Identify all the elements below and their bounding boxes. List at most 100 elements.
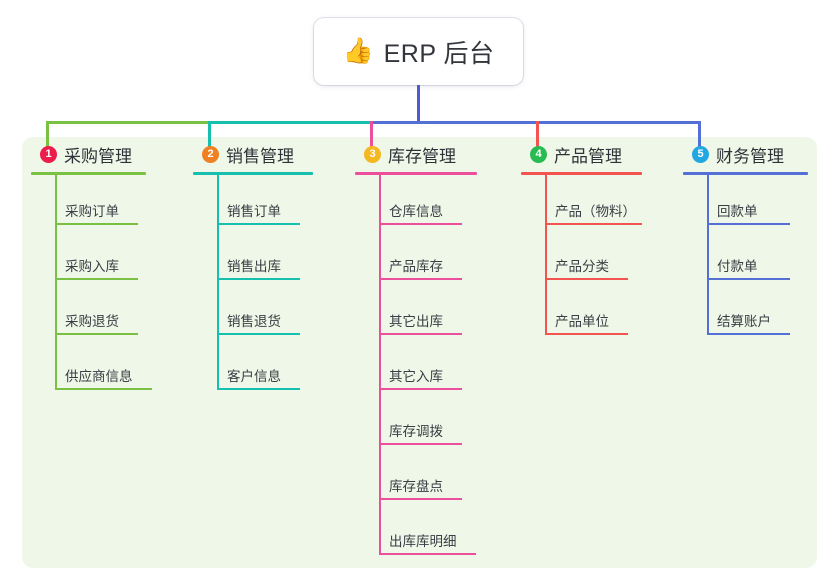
branch-item[interactable]: 付款单 <box>683 230 808 285</box>
root-node[interactable]: 👍 ERP 后台 <box>314 18 523 85</box>
branch-items: 采购订单采购入库采购退货供应商信息 <box>31 175 152 395</box>
branch-items: 销售订单销售出库销售退货客户信息 <box>193 175 313 395</box>
branch-item-rule <box>707 278 790 280</box>
branch-spine <box>707 175 709 335</box>
branch-item-label: 产品分类 <box>555 259 609 274</box>
branch-header-4[interactable]: 4 产品管理 <box>521 137 642 171</box>
branch-item-rule <box>707 223 790 225</box>
branch-items: 产品（物料） 产品分类产品单位 <box>521 175 642 340</box>
branch-item-rule <box>217 278 300 280</box>
branch-item-rule <box>545 278 628 280</box>
branch-drop-5 <box>698 121 701 159</box>
branch-column-2: 2 销售管理销售订单销售出库销售退货客户信息 <box>193 137 313 395</box>
branch-item-label: 库存调拨 <box>389 424 443 439</box>
branch-title: 销售管理 <box>226 146 294 166</box>
branch-spine <box>379 175 381 555</box>
branch-item-label: 产品（物料） <box>555 204 636 219</box>
branch-item[interactable]: 出库库明细 <box>355 505 477 560</box>
branch-spine <box>55 175 57 390</box>
branch-item-label: 采购退货 <box>65 314 119 329</box>
branch-item-rule <box>217 223 300 225</box>
branch-item[interactable]: 销售退货 <box>193 285 313 340</box>
branch-item[interactable]: 产品库存 <box>355 230 477 285</box>
branch-item-rule <box>379 333 462 335</box>
branch-item-rule <box>545 223 642 225</box>
branch-item-label: 付款单 <box>717 259 758 274</box>
branch-item[interactable]: 库存盘点 <box>355 450 477 505</box>
branch-item[interactable]: 仓库信息 <box>355 175 477 230</box>
branch-item[interactable]: 销售出库 <box>193 230 313 285</box>
branch-item-label: 供应商信息 <box>65 369 133 384</box>
branch-title: 采购管理 <box>64 146 132 166</box>
branch-item[interactable]: 产品单位 <box>521 285 642 340</box>
branch-item-label: 采购订单 <box>65 204 119 219</box>
branch-item-label: 仓库信息 <box>389 204 443 219</box>
branch-item-rule <box>545 333 628 335</box>
branch-drop-2 <box>208 121 211 159</box>
branch-item[interactable]: 其它入库 <box>355 340 477 395</box>
branch-column-1: 1 采购管理采购订单采购入库采购退货供应商信息 <box>31 137 152 395</box>
branch-item[interactable]: 结算账户 <box>683 285 808 340</box>
branch-item[interactable]: 产品分类 <box>521 230 642 285</box>
branch-column-5: 5 财务管理回款单付款单结算账户 <box>683 137 808 340</box>
branch-number-badge: 1 <box>40 145 57 163</box>
branch-title: 财务管理 <box>716 146 784 166</box>
root-stem <box>417 85 420 124</box>
branch-item-rule <box>379 388 462 390</box>
branch-item-rule <box>379 223 462 225</box>
branch-spine <box>545 175 547 335</box>
branch-column-4: 4 产品管理产品（物料） 产品分类产品单位 <box>521 137 642 340</box>
branch-item-label: 客户信息 <box>227 369 281 384</box>
branch-item-rule <box>379 443 462 445</box>
branch-header-5[interactable]: 5 财务管理 <box>683 137 808 171</box>
branch-item-rule <box>707 333 790 335</box>
branch-items: 仓库信息产品库存其它出库其它入库库存调拨库存盘点出库库明细 <box>355 175 477 560</box>
branch-item[interactable]: 采购订单 <box>31 175 146 230</box>
branch-item[interactable]: 采购入库 <box>31 230 146 285</box>
branch-number-badge: 5 <box>692 145 709 163</box>
branch-title-rule <box>355 172 477 175</box>
branch-item-label: 其它出库 <box>389 314 443 329</box>
branch-item-rule <box>217 388 300 390</box>
thumbs-up-icon: 👍 <box>342 37 374 65</box>
branch-item[interactable]: 回款单 <box>683 175 808 230</box>
branch-item-rule <box>217 333 300 335</box>
branch-title-rule <box>683 172 808 175</box>
branch-title-rule <box>193 172 313 175</box>
branch-title: 产品管理 <box>554 146 622 166</box>
branch-number-badge: 3 <box>364 145 381 163</box>
branch-item-rule <box>379 278 462 280</box>
branch-header-2[interactable]: 2 销售管理 <box>193 137 313 171</box>
root-title: ERP 后台 <box>383 39 495 68</box>
branch-item[interactable]: 采购退货 <box>31 285 146 340</box>
branch-item-label: 结算账户 <box>717 314 771 329</box>
branch-item[interactable]: 其它出库 <box>355 285 477 340</box>
branch-item[interactable]: 库存调拨 <box>355 395 477 450</box>
branch-header-1[interactable]: 1 采购管理 <box>31 137 146 171</box>
branch-drop-4 <box>536 121 539 159</box>
branch-item-label: 出库库明细 <box>389 534 457 549</box>
branch-item-rule <box>379 553 476 555</box>
branch-spine <box>217 175 219 390</box>
branch-item-label: 采购入库 <box>65 259 119 274</box>
branch-item-rule <box>55 333 138 335</box>
branch-items: 回款单付款单结算账户 <box>683 175 808 340</box>
branch-title-rule <box>521 172 642 175</box>
branch-number-badge: 4 <box>530 145 547 163</box>
branch-item-label: 销售出库 <box>227 259 281 274</box>
bus-segment-2 <box>209 121 371 124</box>
branch-item[interactable]: 客户信息 <box>193 340 313 395</box>
bus-segment-3 <box>371 121 700 124</box>
branch-item-rule <box>55 388 152 390</box>
branch-item-label: 其它入库 <box>389 369 443 384</box>
branch-number-badge: 2 <box>202 145 219 163</box>
branch-item-label: 销售订单 <box>227 204 281 219</box>
branch-item[interactable]: 供应商信息 <box>31 340 152 395</box>
branch-drop-1 <box>46 121 49 159</box>
branches-panel <box>22 137 817 568</box>
bus-segment-1 <box>46 121 209 124</box>
branch-item[interactable]: 产品（物料） <box>521 175 642 230</box>
branch-item[interactable]: 销售订单 <box>193 175 313 230</box>
